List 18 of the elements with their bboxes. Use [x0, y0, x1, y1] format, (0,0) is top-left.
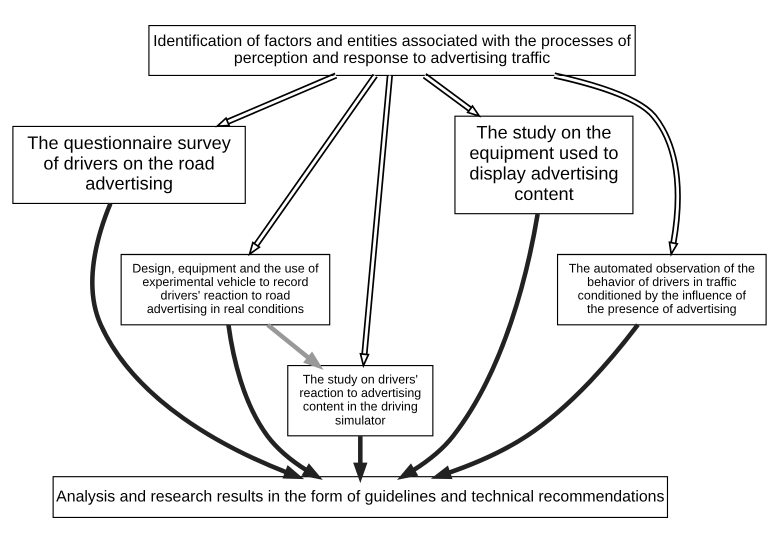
node-box: The questionnaire survey of drivers on the road advertising — [12, 126, 246, 204]
node-box: The study on drivers' reaction to advertising content in the driving simulator — [287, 365, 434, 436]
node-box: Identification of factors and entities associated with the processes of perception and response to advertising traffic — [148, 24, 636, 76]
node-box: Design, equipment and the use of experimental vehicle to record drivers' reaction to road advertising in real conditions — [120, 254, 330, 326]
node-box: Analysis and research results in the form of guidelines and technical recommendations — [52, 476, 668, 518]
arrow — [430, 323, 640, 480]
node-box: The study on the equipment used to display advertising content — [454, 116, 634, 214]
arrow — [266, 323, 324, 370]
arrow — [554, 72, 681, 257]
arrow — [353, 436, 368, 484]
arrow — [214, 72, 338, 128]
arrow — [90, 202, 304, 480]
arrow — [359, 75, 393, 368]
arrow — [397, 214, 540, 480]
node-box: The automated observation of the behavior of drivers in traffic conditioned by the influence of the presence of advertising — [556, 254, 767, 326]
arrow — [226, 324, 323, 480]
arrow — [422, 73, 482, 118]
arrow — [248, 74, 378, 256]
